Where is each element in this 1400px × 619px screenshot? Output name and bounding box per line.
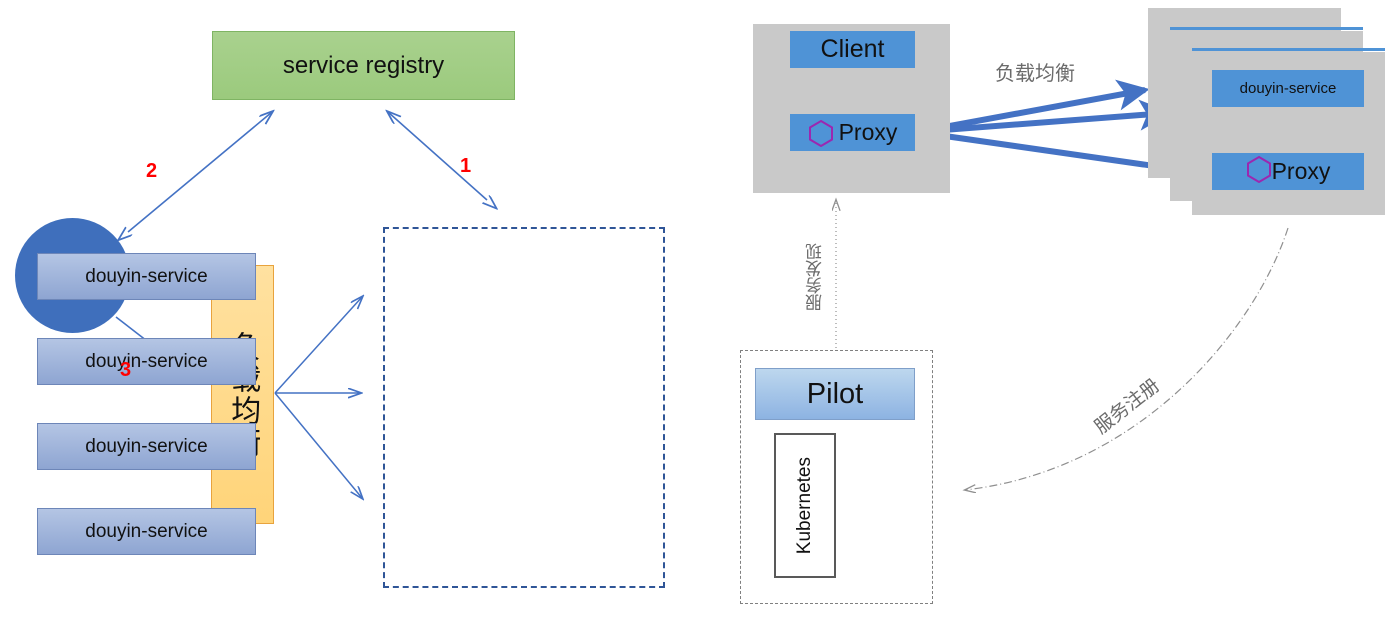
- hexagon-icon: [1246, 155, 1272, 189]
- step-number-2: 2: [146, 160, 158, 182]
- label-service-discovery: 服务发现: [806, 243, 825, 311]
- client-pod-proxy-box[interactable]: Proxy: [790, 114, 915, 151]
- hexagon-icon: [808, 119, 834, 147]
- client-pod-proxy-label: Proxy: [838, 119, 898, 145]
- pilot-box[interactable]: Pilot: [755, 368, 915, 420]
- service-pod-divider-middle: [1192, 48, 1385, 51]
- service-instance-group: [383, 227, 665, 588]
- douyin-service-box-3[interactable]: douyin-service: [37, 423, 256, 470]
- douyin-service-box-4[interactable]: douyin-service: [37, 508, 256, 555]
- service-pod-proxy-label: Proxy: [1271, 158, 1331, 184]
- service-pod-app-box[interactable]: douyin-service: [1212, 70, 1364, 107]
- client-pod-app-box[interactable]: Client: [790, 31, 915, 68]
- step-number-1: 1: [460, 155, 472, 177]
- kubernetes-box[interactable]: Kubernetes: [774, 433, 836, 578]
- arrow-registry-services: [388, 112, 487, 200]
- kubernetes-label: Kubernetes: [794, 456, 815, 555]
- service-pod-divider-back: [1170, 27, 1363, 30]
- douyin-service-box-2[interactable]: douyin-service: [37, 338, 256, 385]
- arrow-service-registration: [965, 227, 1289, 490]
- step-number-3: 3: [120, 359, 132, 381]
- arrow-lb-fanout: [274, 297, 362, 498]
- control-plane-group: [740, 350, 933, 604]
- douyin-service-box-1[interactable]: douyin-service: [37, 253, 256, 300]
- service-registry-box[interactable]: service registry: [212, 31, 515, 100]
- label-service-registration: 服务注册: [1091, 375, 1164, 439]
- load-balancer-box[interactable]: 负载均衡: [211, 265, 274, 524]
- service-pod-proxy-box[interactable]: Proxy: [1212, 153, 1364, 190]
- label-load-balancing: 负载均衡: [995, 63, 1075, 85]
